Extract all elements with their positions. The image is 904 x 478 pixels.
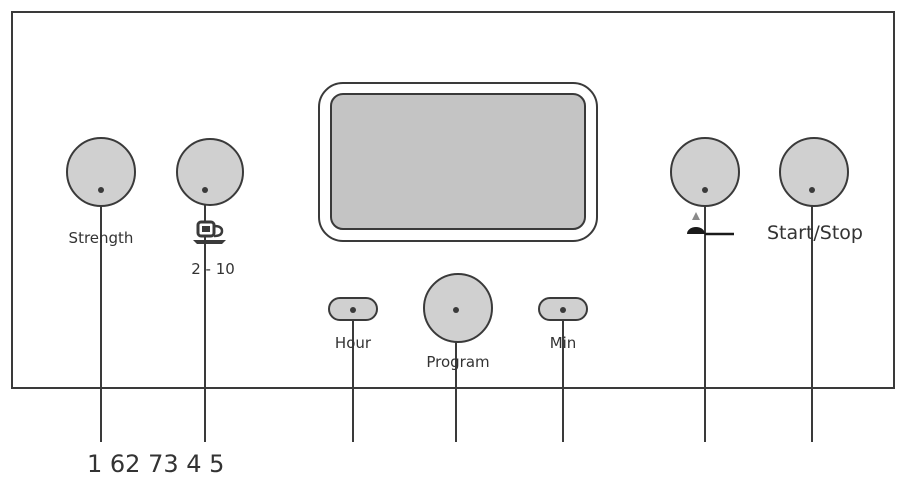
hour-label: Hour xyxy=(335,334,372,352)
hour-button[interactable] xyxy=(328,297,378,321)
program-button[interactable] xyxy=(423,273,493,343)
strength-button[interactable] xyxy=(66,137,136,207)
cups-label: 2 - 10 xyxy=(191,260,235,278)
min-label: Min xyxy=(550,334,577,352)
start-stop-button[interactable] xyxy=(779,137,849,207)
min-button[interactable] xyxy=(538,297,588,321)
lcd-display xyxy=(330,93,586,230)
strength-label: Strength xyxy=(69,229,134,247)
callout-numbers: 1 62 73 4 5 xyxy=(87,450,224,478)
cups-button[interactable] xyxy=(176,138,244,206)
start-stop-label: Start/Stop xyxy=(767,222,863,244)
hotplate-warmer-icon xyxy=(687,212,734,236)
keep-warm-button[interactable] xyxy=(670,137,740,207)
program-label: Program xyxy=(426,353,489,371)
coffee-cup-icon xyxy=(193,220,226,244)
